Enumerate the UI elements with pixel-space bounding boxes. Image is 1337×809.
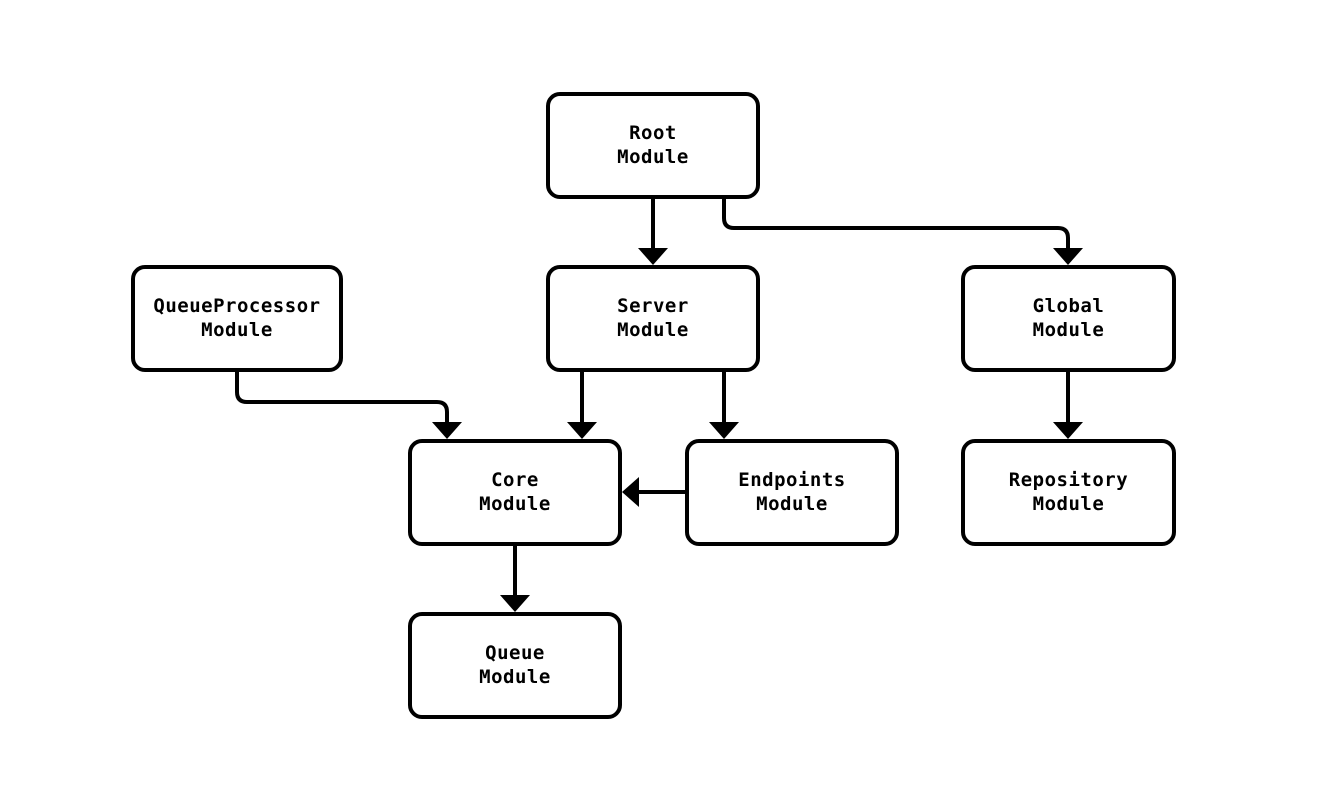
edge-global-to-repository: [1053, 370, 1083, 439]
node-label-line1: Global: [1033, 295, 1105, 317]
node-label-line2: Module: [617, 319, 689, 341]
nodes-layer: RootModuleQueueProcessorModuleServerModu…: [131, 92, 1176, 719]
edge-queueprocessor-to-core: [235, 370, 462, 439]
arrowhead-icon: [567, 422, 597, 439]
node-label-line2: Module: [1033, 493, 1105, 515]
node-label-line1: Repository: [1009, 469, 1128, 491]
node-box[interactable]: [546, 92, 760, 199]
edge-root-to-server: [638, 197, 668, 265]
edges-layer: [235, 197, 1083, 612]
node-label-line2: Module: [756, 493, 828, 515]
node-label-line2: Module: [201, 319, 273, 341]
arrowhead-icon: [1053, 248, 1083, 265]
node-box[interactable]: [961, 265, 1176, 372]
arrowhead-icon: [709, 422, 739, 439]
node-label-line1: Endpoints: [738, 469, 845, 491]
node-box[interactable]: [961, 439, 1176, 546]
arrowhead-icon: [432, 422, 462, 439]
node-box[interactable]: [131, 265, 343, 372]
node-label-line2: Module: [479, 666, 551, 688]
arrowhead-icon: [500, 595, 530, 612]
node-label-line2: Module: [1033, 319, 1105, 341]
node-label-line1: Queue: [485, 642, 545, 664]
node-label-line1: Root: [629, 122, 677, 144]
edge-root-to-global: [722, 197, 1083, 265]
edge-line: [235, 370, 449, 424]
node-label-line2: Module: [479, 493, 551, 515]
node-box[interactable]: [546, 265, 760, 372]
edge-core-to-queue: [500, 543, 530, 612]
arrowhead-icon: [1053, 422, 1083, 439]
node-label-line1: QueueProcessor: [153, 295, 320, 317]
node-box[interactable]: [408, 439, 622, 546]
edge-server-to-core: [567, 370, 597, 439]
node-box[interactable]: [685, 439, 899, 546]
node-label-line2: Module: [617, 146, 689, 168]
edge-server-to-endpoints: [709, 370, 739, 439]
arrowhead-icon: [622, 477, 639, 507]
node-box[interactable]: [408, 612, 622, 719]
arrowhead-icon: [638, 248, 668, 265]
edge-line: [722, 197, 1070, 250]
node-label-line1: Server: [617, 295, 689, 317]
node-label-line1: Core: [491, 469, 539, 491]
edge-endpoints-to-core: [622, 477, 687, 507]
